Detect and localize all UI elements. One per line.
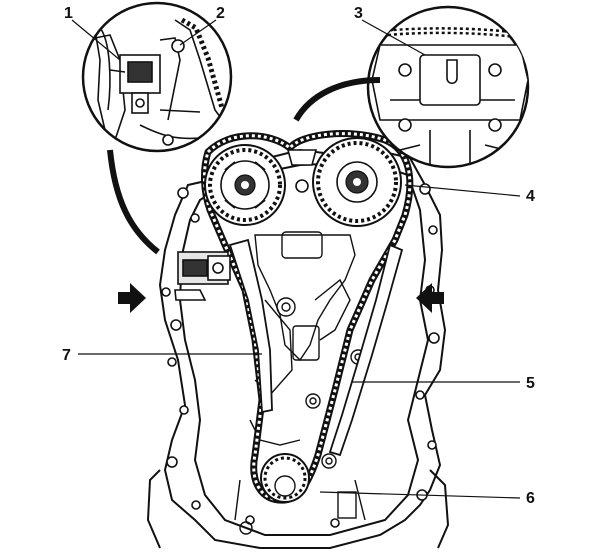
exhaust-camshaft-sprocket: [312, 137, 402, 227]
cover-bolt-holes: [161, 183, 440, 528]
detail-view-left: [81, 1, 233, 153]
arrow-left-icon: [416, 283, 444, 313]
crankshaft-sprocket: [260, 453, 310, 503]
chain-guide-fixed-rail: [328, 243, 404, 457]
chain-tensioner: [174, 251, 231, 301]
arrow-right-icon: [118, 283, 146, 313]
detail-connector-lines: [107, 77, 381, 255]
chain-guide-tensioner-rail: [228, 238, 273, 414]
intake-camshaft-sprocket: [204, 144, 286, 226]
callout-4: 4: [526, 188, 535, 205]
chain-idler: [286, 149, 318, 193]
callout-5: 5: [526, 375, 535, 392]
callout-labels: 1 2 3 4 5 6 7: [62, 5, 535, 507]
leader-lines: [71, 19, 521, 499]
timing-chain: [201, 130, 414, 504]
callout-3: 3: [354, 5, 363, 22]
callout-1: 1: [64, 5, 73, 22]
callout-7: 7: [62, 347, 71, 364]
callout-2: 2: [216, 5, 225, 22]
callout-6: 6: [526, 490, 535, 507]
detail-view-right: [366, 5, 530, 169]
